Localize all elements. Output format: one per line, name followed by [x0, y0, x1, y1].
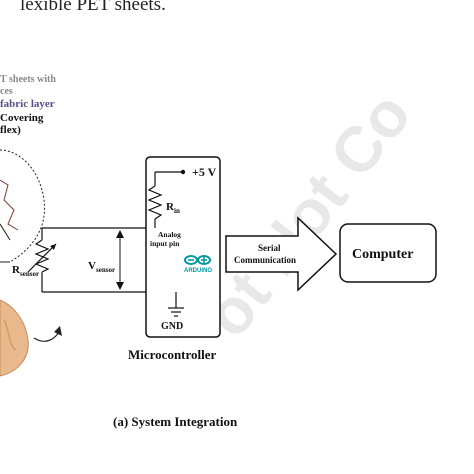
- r-in-subscript: in: [174, 207, 180, 215]
- v-sensor-arrow: [116, 230, 124, 290]
- legend-line-2: ces: [0, 86, 13, 97]
- r-sensor-subscript: sensor: [20, 270, 39, 278]
- serial-label-1: Serial: [258, 243, 281, 253]
- serial-arrow: [225, 216, 338, 292]
- serial-label-2: Communication: [234, 255, 296, 265]
- arduino-logo: [184, 255, 211, 265]
- hand-shape: [0, 299, 29, 377]
- glove-illustration: [0, 149, 62, 377]
- header-text: lexible PET sheets.: [20, 0, 166, 15]
- microcontroller-box: [145, 156, 221, 338]
- r-sensor-label: R: [12, 264, 21, 276]
- r-sensor-resistor: [27, 228, 57, 292]
- legend-flex: flex): [0, 124, 21, 136]
- legend-fabric-layer: fabric layer: [0, 98, 55, 110]
- gnd-label: GND: [161, 321, 183, 332]
- ground-symbol: [168, 292, 184, 317]
- legend-line-1: T sheets with: [0, 74, 56, 85]
- legend-covering: Covering: [0, 112, 44, 124]
- v-sensor-subscript: sensor: [96, 266, 115, 274]
- analog-label-1: Analog: [158, 230, 181, 239]
- r-in-label: R: [166, 201, 175, 213]
- analog-label-2: input pin: [150, 239, 180, 248]
- v-sensor-label: V: [88, 260, 96, 272]
- arduino-label: ARDUINO: [184, 268, 212, 274]
- r-in-resistor: [147, 185, 163, 228]
- figure-caption: (a) System Integration: [113, 414, 238, 429]
- microcontroller-label: Microcontroller: [128, 347, 217, 362]
- supply-label: +5 V: [192, 165, 217, 179]
- computer-label: Computer: [352, 247, 413, 262]
- computer-box: [339, 223, 437, 283]
